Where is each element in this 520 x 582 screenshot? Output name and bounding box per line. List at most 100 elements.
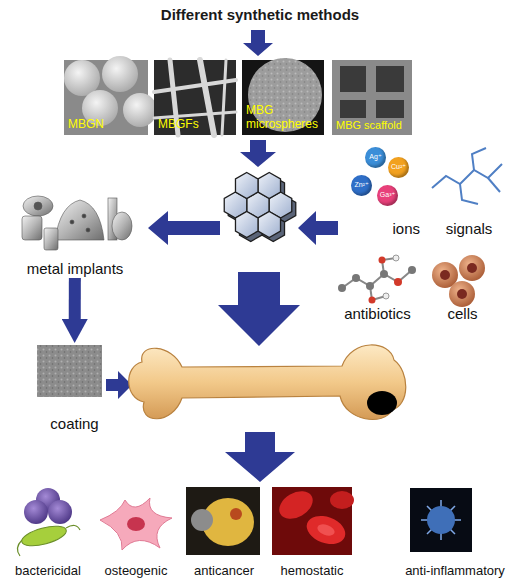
bacterium [48, 500, 72, 524]
signals-molecule [432, 148, 502, 204]
sem-background [154, 60, 236, 135]
sem-image-panel: MBGN [64, 60, 148, 135]
atom [383, 293, 389, 299]
node-label: coating [50, 415, 98, 432]
node-label: bactericidal [15, 564, 81, 579]
atom [394, 278, 402, 286]
implant-hole [70, 220, 74, 224]
ion-circle: Ag⁺ [365, 147, 386, 168]
scaffold-pore [376, 66, 404, 92]
sem-image-panel: MBG microspheres [242, 60, 324, 135]
cell-center [316, 522, 336, 538]
implant-shell [55, 200, 104, 240]
sem-mbgfs [154, 60, 236, 135]
bone [129, 345, 406, 420]
caption-group: antibiotics [330, 248, 425, 323]
atom [380, 270, 388, 278]
block-arrow [240, 140, 276, 167]
implant-cup [23, 196, 53, 216]
node-label: metal implants [27, 260, 124, 277]
node-label: MBG microspheres [246, 104, 322, 132]
block-arrow-connector [69, 278, 81, 319]
molecule-branch [460, 184, 478, 204]
diagram-title: Different synthetic methods [0, 6, 520, 23]
red-blood-cell [303, 511, 349, 549]
node-label: MBGFs [158, 118, 199, 132]
fiber [200, 60, 214, 135]
caption-group: signals [428, 140, 510, 238]
scaffold-pore [340, 100, 366, 118]
block-arrow [148, 211, 220, 245]
molecule-chain [432, 164, 502, 188]
implant-stem [22, 216, 42, 240]
ion-circle: Zn²⁺ [351, 175, 372, 196]
node-label: MBG scaffold [336, 119, 402, 132]
implant-head [112, 212, 132, 240]
virus-spike [427, 506, 455, 534]
nanoparticle [102, 56, 138, 92]
cell [459, 255, 485, 281]
ion-circle: Ga³⁺ [377, 185, 398, 206]
nanoparticle [123, 93, 157, 127]
sem-image-panel: MBG scaffold [332, 60, 412, 135]
ion-label: Zn²⁺ [354, 181, 368, 189]
hexagon-pore [258, 212, 281, 238]
hemostatic-illustration [272, 486, 354, 555]
caption-group: metal implants [10, 190, 140, 278]
image-background [410, 488, 472, 552]
sem-scaffold [332, 60, 412, 135]
sem-microspheres [242, 58, 324, 135]
effect-group: anti-inflammatory [392, 485, 518, 580]
implant-block [44, 228, 58, 250]
atom [408, 266, 416, 274]
atom [393, 255, 399, 261]
sem-image-panel: MBGFs [154, 60, 236, 135]
implant-hole [86, 228, 90, 232]
bactericidal-illustration [17, 488, 80, 556]
mesopore-cluster [224, 173, 296, 242]
hexagon-pore [258, 173, 281, 199]
block-arrow [218, 272, 300, 346]
implant-hole [34, 202, 42, 210]
caption-group: cells [425, 248, 500, 323]
inflammation-illustration [410, 488, 472, 552]
ion-label: Ag⁺ [369, 153, 381, 161]
particle [191, 509, 213, 531]
effect-group: bactericidal [6, 485, 90, 580]
ions-group: ions Ag⁺ Cu²⁺ Zn²⁺ Ga³⁺ [345, 143, 420, 238]
sem-background [332, 60, 412, 135]
scaffold-pore [376, 100, 404, 118]
bone-cavity [367, 391, 397, 415]
effect-group: hemostatic [270, 485, 354, 580]
cell-nucleus [467, 263, 477, 273]
anticancer-illustration [186, 487, 260, 555]
hexagon-pore [235, 173, 258, 199]
effect-group: osteogenic [92, 485, 180, 580]
scaffold-pore [340, 66, 366, 92]
node-label: antibiotics [344, 305, 411, 322]
red-blood-cell [330, 491, 354, 509]
node-label: anti-inflammatory [405, 564, 505, 579]
virus-spike [427, 506, 455, 534]
molecule-branch [488, 178, 500, 192]
ion-circle: Cu²⁺ [388, 157, 409, 178]
implants-illustration [22, 196, 132, 250]
node-label: ions [392, 220, 420, 237]
node-label: osteogenic [105, 564, 168, 579]
node-label: anticancer [194, 564, 254, 579]
block-arrow [106, 371, 132, 399]
hexagon-pore [235, 212, 258, 238]
implant-hole [82, 214, 86, 218]
image-background [186, 487, 260, 555]
osteogenic-illustration [100, 498, 172, 550]
block-arrow [298, 211, 338, 245]
bone-illustration [129, 345, 406, 420]
atom [338, 284, 346, 292]
node-label: cells [447, 305, 477, 322]
virus [427, 506, 455, 534]
cell-nucleus [440, 270, 450, 280]
antibiotics-molecule [338, 255, 416, 304]
